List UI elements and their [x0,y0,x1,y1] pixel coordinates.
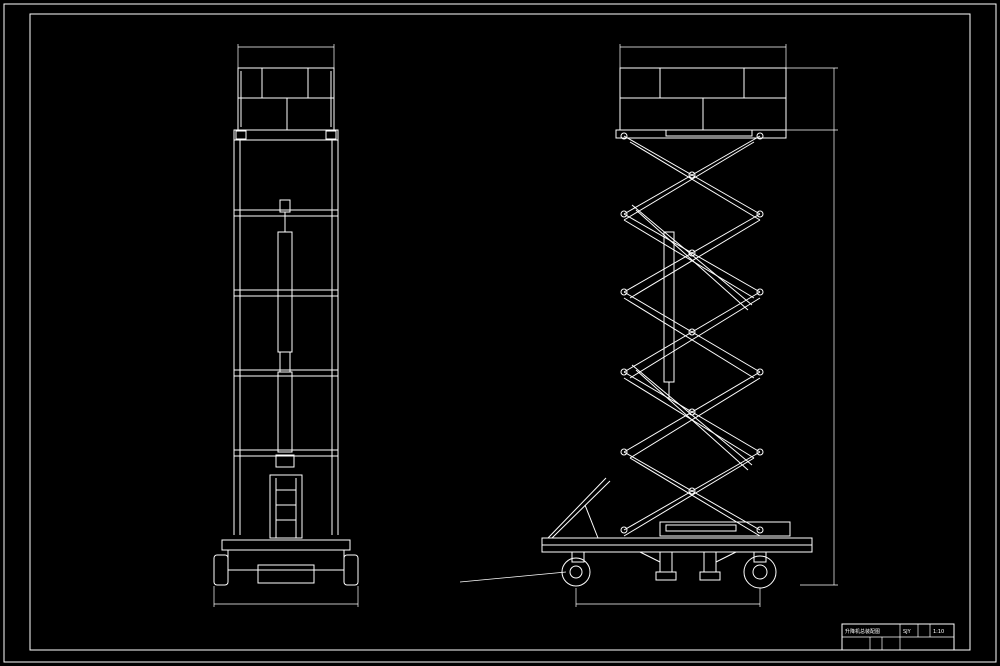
front-view [213,44,359,607]
title-block-scale: 1:10 [933,629,944,635]
title-block: 升降机总装配图 SJY 1:10 [841,623,955,651]
outer-sheet-border [3,3,997,663]
title-block-number: SJY [903,629,912,635]
title-block-name: 升降机总装配图 [845,628,880,635]
side-view [459,44,838,607]
inner-drawing-border [29,13,971,651]
